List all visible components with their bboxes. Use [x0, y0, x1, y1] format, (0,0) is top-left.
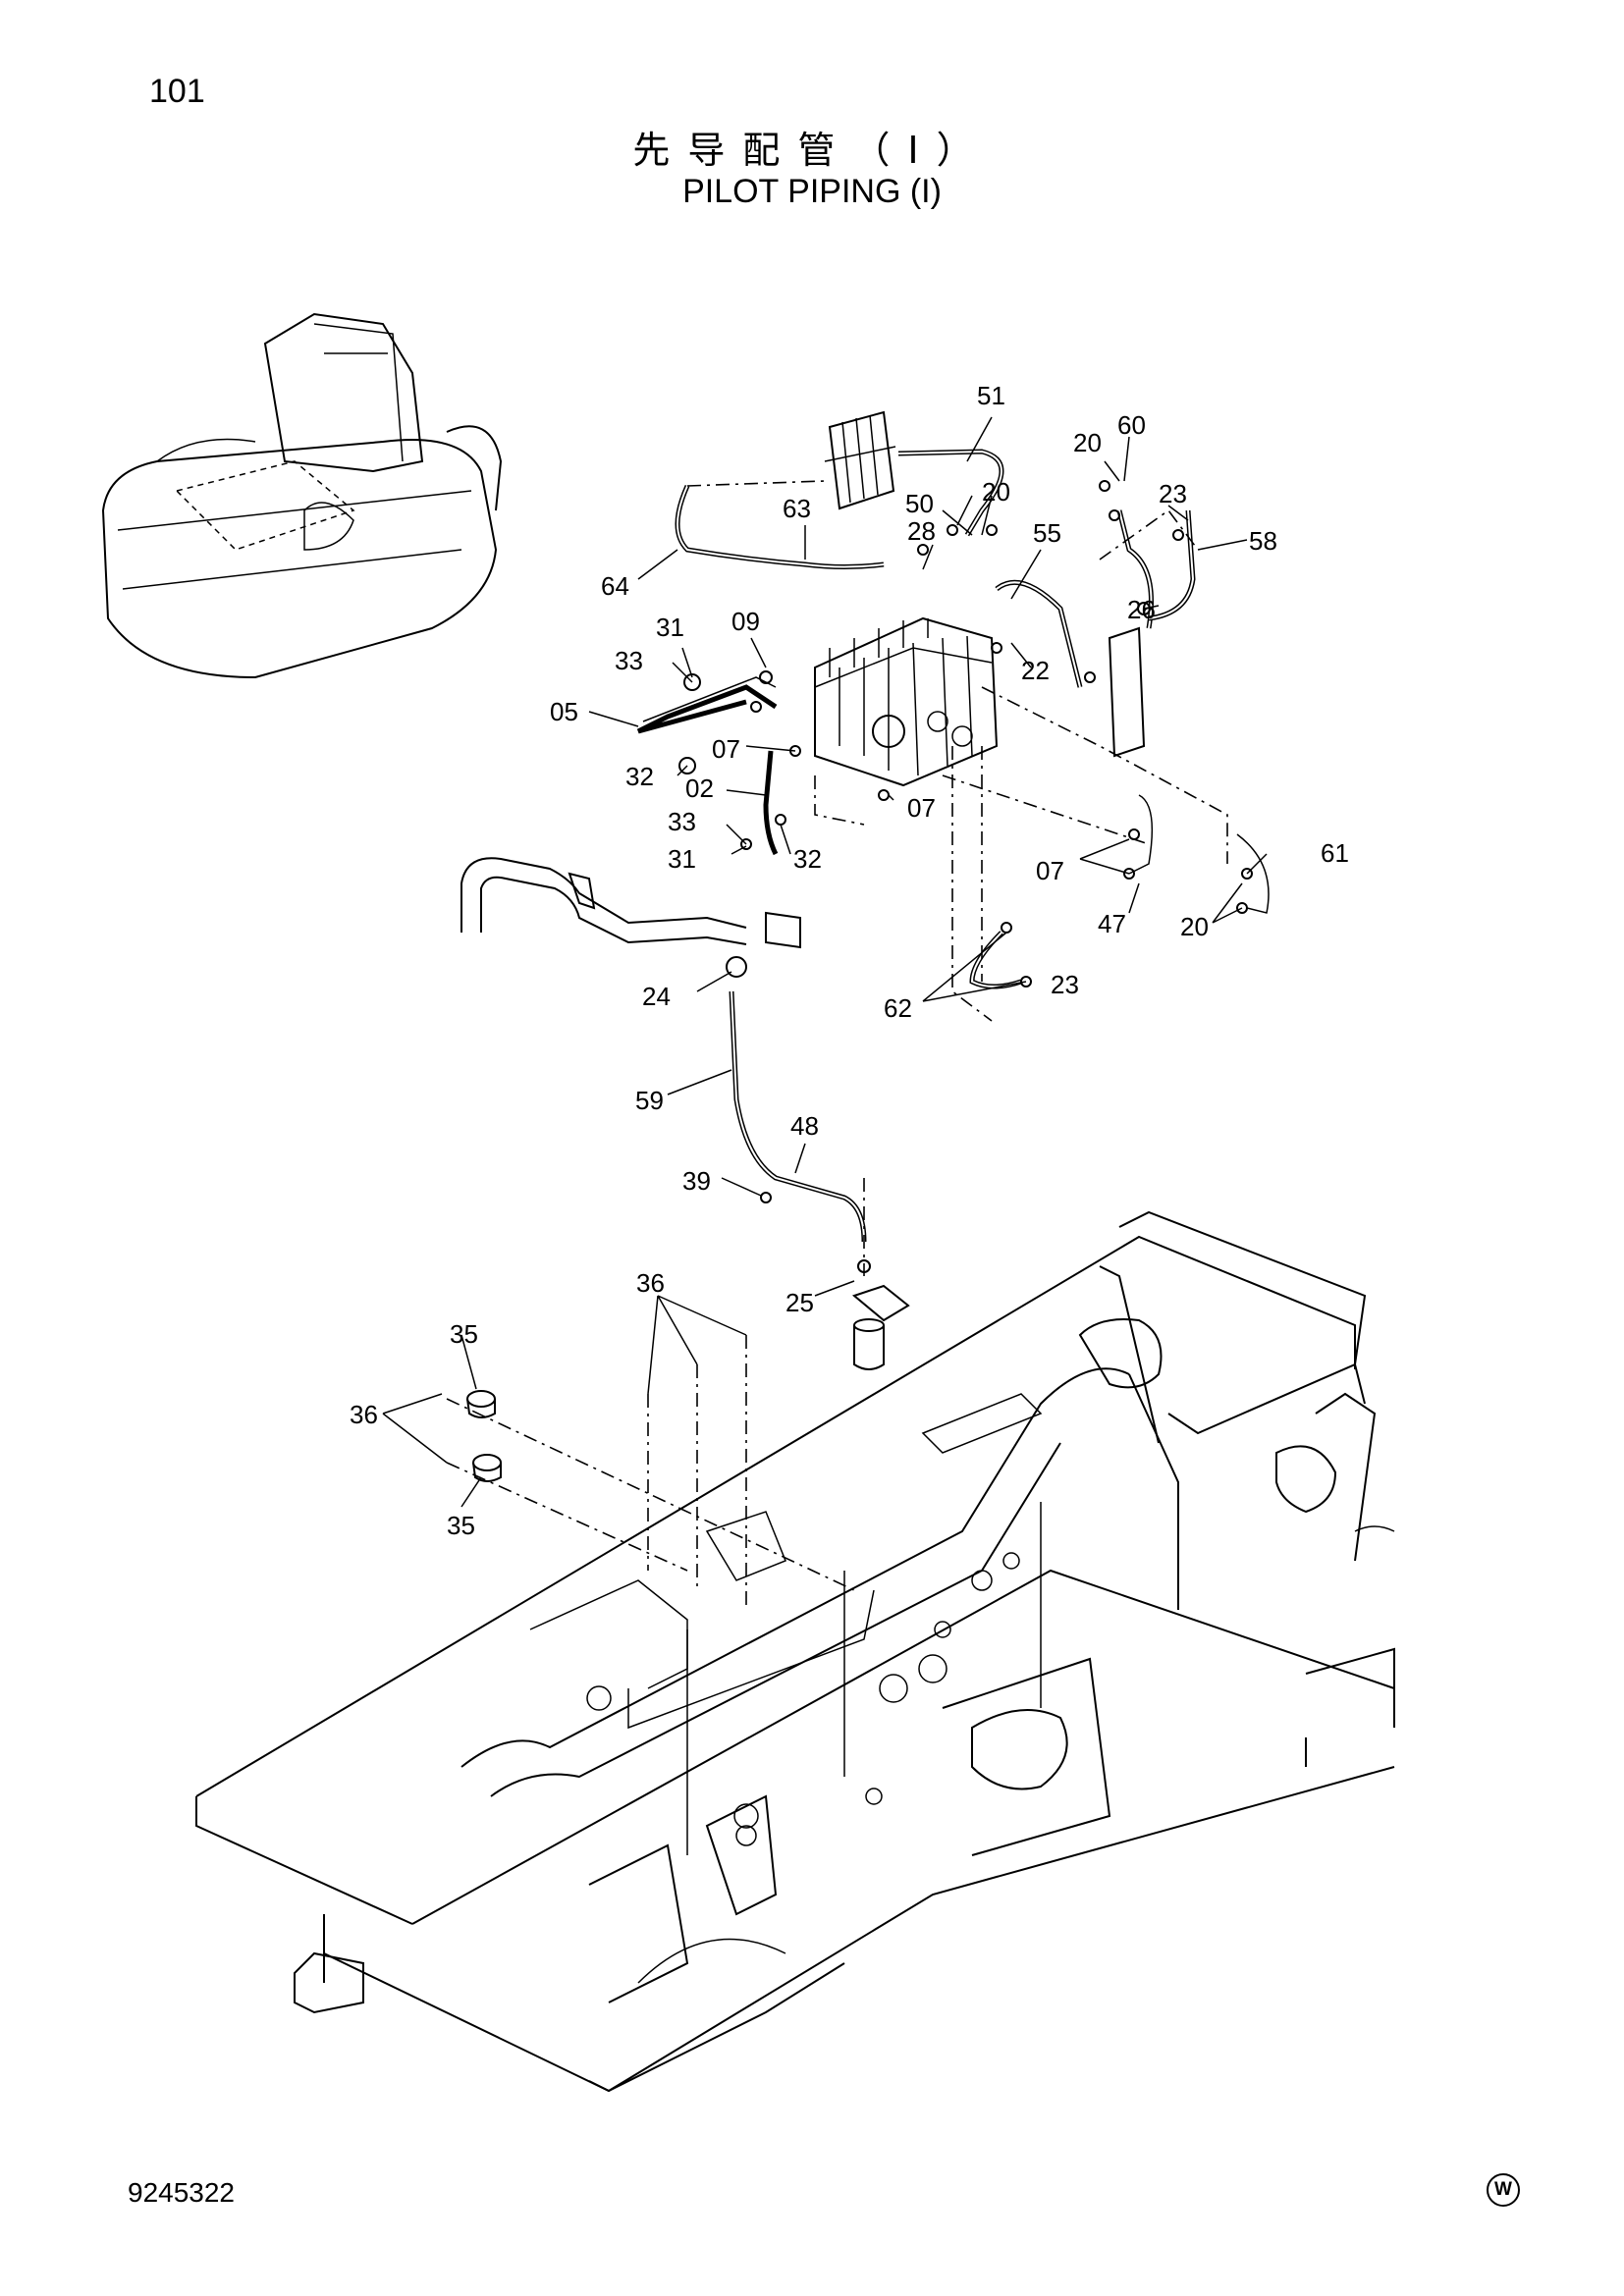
callout-label: 36	[636, 1268, 665, 1298]
solenoid-valve-block	[824, 410, 896, 510]
callout-label: 33	[668, 807, 696, 836]
callout-label: 22	[1021, 656, 1050, 685]
callout-label: 24	[642, 982, 671, 1011]
machine-overview-sketch	[101, 312, 503, 679]
callout-label: 31	[656, 613, 684, 642]
callout-label: 33	[615, 646, 643, 675]
callout-label: 63	[783, 494, 811, 523]
callout-label: 20	[1073, 428, 1102, 457]
callout-label: 39	[682, 1166, 711, 1196]
callout-label: 07	[907, 793, 936, 823]
callout-label: 35	[447, 1511, 475, 1540]
title-english: PILOT PIPING (I)	[682, 173, 942, 210]
callout-label: 23	[1051, 970, 1079, 999]
callout-label: 58	[1249, 526, 1277, 556]
callout-label: 64	[601, 571, 629, 601]
callout-label: 51	[977, 381, 1005, 410]
callout-label: 59	[635, 1086, 664, 1115]
pilot-filter	[851, 1284, 910, 1370]
callout-label: 32	[793, 844, 822, 874]
drawing-number: 9245322	[128, 2177, 236, 2208]
assembly-phantom-lines	[446, 480, 1228, 1610]
callout-label: 07	[1036, 856, 1064, 885]
callout-label: 50	[905, 489, 934, 518]
callout-label: 25	[785, 1288, 814, 1317]
hose-lines	[636, 449, 1270, 1243]
fittings	[678, 480, 1253, 1273]
title-chinese: 先导配管（I）	[632, 129, 992, 172]
callout-label: 48	[790, 1111, 819, 1141]
callout-label: 31	[668, 844, 696, 874]
callout-label: 26	[1127, 595, 1156, 624]
callout-label: 23	[1159, 479, 1187, 508]
callout-labels: 51 60 20 23 58 50 20 63 28 55 64 26 31 0…	[350, 381, 1349, 1540]
callout-label: 55	[1033, 518, 1061, 548]
callout-label: 32	[625, 762, 654, 791]
callout-label: 60	[1117, 410, 1146, 440]
callout-label: 47	[1098, 909, 1126, 938]
callout-label: 07	[712, 734, 740, 764]
callout-label: 28	[907, 516, 936, 546]
w-mark: W	[1487, 2173, 1520, 2207]
callout-label: 09	[731, 607, 760, 636]
callout-label: 61	[1321, 838, 1349, 868]
callout-label: 02	[685, 774, 714, 803]
control-valve-assembly	[814, 616, 999, 787]
callout-label: 36	[350, 1400, 378, 1429]
callout-label: 35	[450, 1319, 478, 1349]
upper-frame	[195, 1210, 1395, 2093]
callout-label: 05	[550, 697, 578, 726]
callout-label: 62	[884, 993, 912, 1023]
suction-pipe	[460, 857, 801, 949]
callout-leaders	[382, 416, 1268, 1508]
callout-label: 20	[1180, 912, 1209, 941]
page-number: 101	[149, 73, 205, 110]
callout-label: 20	[982, 477, 1010, 507]
clamps	[466, 1390, 502, 1482]
